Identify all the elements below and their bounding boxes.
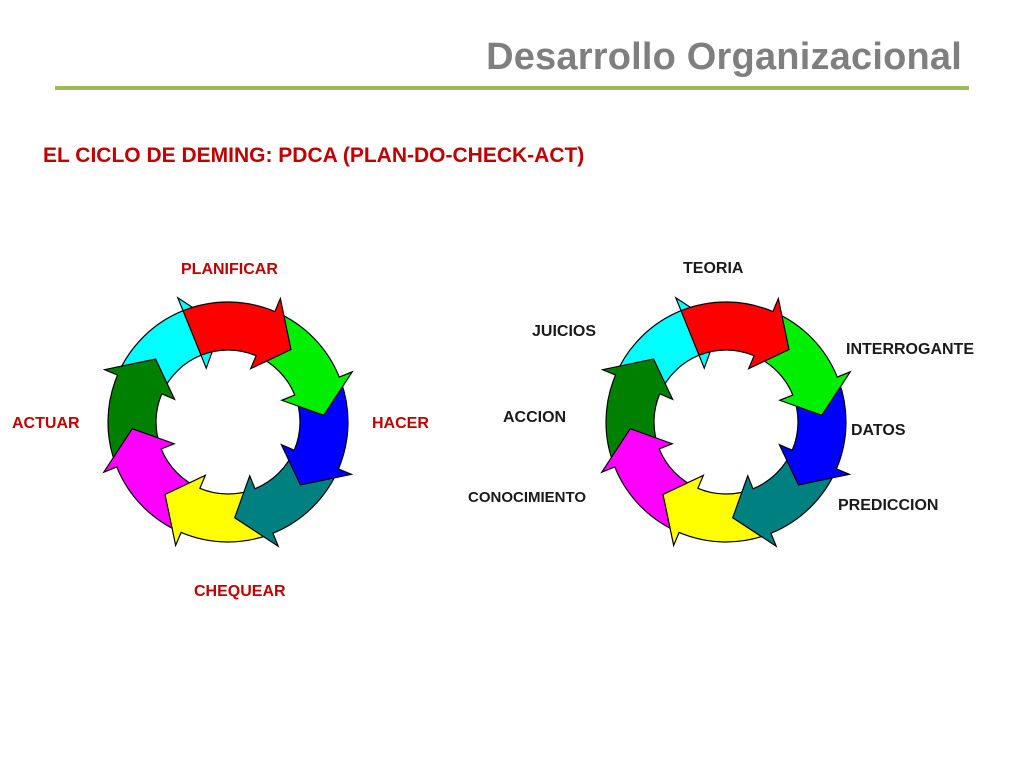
- label-datos: DATOS: [851, 422, 906, 439]
- label-prediccion: PREDICCION: [838, 497, 939, 514]
- knowledge-arrow-red: [680, 296, 790, 370]
- title-underline: [55, 86, 969, 90]
- label-hacer: HACER: [372, 415, 429, 432]
- slide-title: Desarrollo Organizacional: [486, 36, 962, 78]
- label-juicios: JUICIOS: [532, 323, 597, 340]
- pdca-arrow-red: [182, 296, 292, 370]
- label-conocimiento: CONOCIMIENTO: [468, 489, 587, 506]
- label-planificar: PLANIFICAR: [181, 261, 278, 278]
- label-accion: ACCION: [503, 409, 567, 426]
- pdca-cycle-ring: [102, 296, 354, 548]
- label-actuar: ACTUAR: [12, 415, 80, 432]
- label-teoria: TEORIA: [683, 260, 744, 277]
- label-chequear: CHEQUEAR: [194, 583, 286, 600]
- knowledge-cycle-ring: [600, 296, 852, 548]
- label-interrogante: INTERROGANTE: [846, 341, 974, 358]
- slide-subtitle: EL CICLO DE DEMING: PDCA (PLAN-DO-CHECK-…: [43, 144, 585, 167]
